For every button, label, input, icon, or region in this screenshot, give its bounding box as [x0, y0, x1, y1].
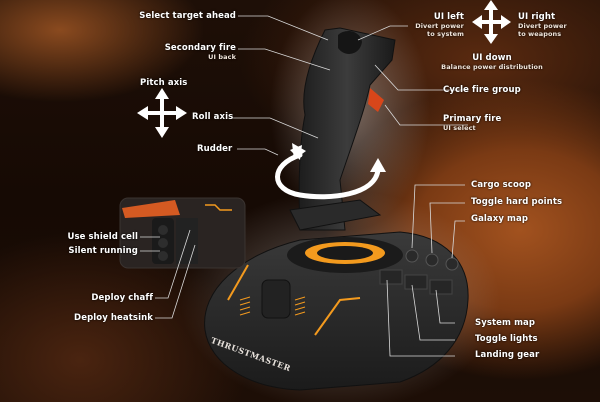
label-ui-down: UI down Balance power distribution	[430, 53, 554, 71]
label-title: Deploy chaff	[91, 293, 153, 303]
joystick-handle	[289, 27, 396, 231]
label-deploy-heatsink: Deploy heatsink	[30, 313, 153, 323]
label-subtitle: Balance power distribution	[441, 63, 543, 71]
label-secondary-fire: Secondary fire UI back	[140, 43, 236, 61]
label-landing-gear: Landing gear	[475, 350, 539, 360]
four-way-arrow-icon	[472, 0, 511, 44]
label-roll-axis: Roll axis	[192, 112, 233, 122]
label-title: UI right	[518, 12, 556, 22]
label-title: Use shield cell	[67, 232, 138, 242]
label-cargo-scoop: Cargo scoop	[471, 180, 531, 190]
label-subtitle: Divert power	[415, 22, 464, 30]
four-way-arrow-icon	[137, 88, 187, 138]
label-select-target-ahead: Select target ahead	[120, 11, 236, 21]
joystick-base	[204, 231, 469, 391]
side-panel-inset	[119, 197, 246, 269]
label-ui-left: UI left Divert power to system	[402, 12, 464, 38]
label-title: Select target ahead	[139, 11, 236, 21]
label-title: Landing gear	[475, 350, 540, 360]
label-pitch-axis: Pitch axis	[140, 78, 187, 88]
label-title: Galaxy map	[471, 214, 529, 224]
label-title: Primary fire	[443, 114, 502, 124]
label-title: UI down	[472, 53, 512, 63]
label-use-shield-cell: Use shield cell	[20, 232, 138, 242]
label-system-map: System map	[475, 318, 535, 328]
label-primary-fire: Primary fire UI select	[443, 114, 501, 132]
label-subtitle: Divert power	[518, 22, 567, 30]
label-title: Silent running	[68, 246, 138, 256]
label-subtitle: UI back	[208, 53, 236, 61]
label-title: UI left	[433, 12, 464, 22]
label-title: Cycle fire group	[443, 85, 521, 95]
label-title: System map	[475, 318, 536, 328]
leader-lines	[140, 15, 468, 357]
label-title: Secondary fire	[164, 43, 236, 53]
label-subtitle: to weapons	[518, 30, 562, 38]
label-ui-right: UI right Divert power to weapons	[518, 12, 567, 38]
label-toggle-hard-points: Toggle hard points	[471, 197, 562, 207]
label-cycle-fire-group: Cycle fire group	[443, 85, 521, 95]
label-subtitle: UI select	[443, 124, 476, 132]
label-galaxy-map: Galaxy map	[471, 214, 528, 224]
label-subtitle: to system	[427, 30, 464, 38]
label-title: Roll axis	[192, 112, 234, 122]
label-rudder: Rudder	[197, 144, 232, 154]
label-title: Toggle lights	[475, 334, 538, 344]
label-toggle-lights: Toggle lights	[475, 334, 538, 344]
label-title: Rudder	[197, 144, 233, 154]
label-deploy-chaff: Deploy chaff	[40, 293, 153, 303]
label-title: Cargo scoop	[471, 180, 532, 190]
label-title: Deploy heatsink	[74, 313, 153, 323]
label-title: Toggle hard points	[471, 197, 563, 207]
label-title: Pitch axis	[140, 78, 188, 88]
label-silent-running: Silent running	[20, 246, 138, 256]
